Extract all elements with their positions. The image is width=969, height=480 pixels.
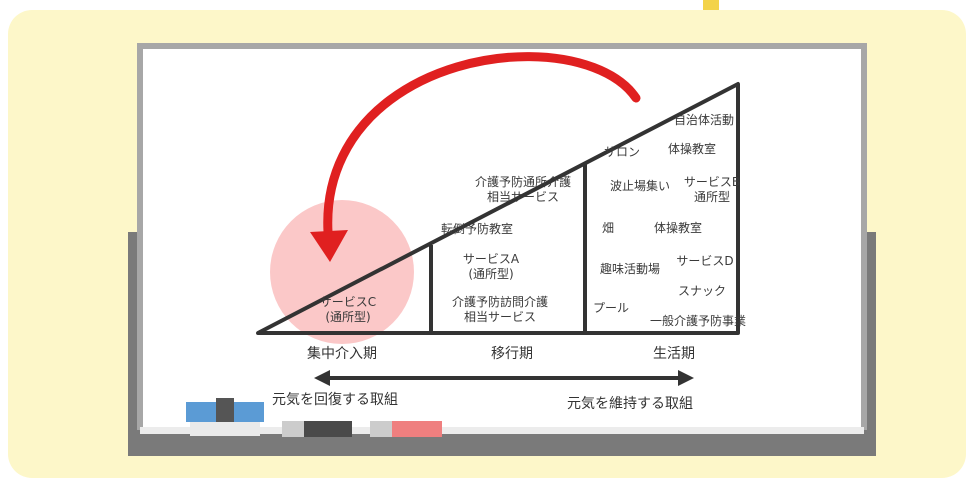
zone-intensive-label-2: (通所型) bbox=[325, 310, 371, 324]
zone-transition-label-7: 相当サービス bbox=[463, 310, 537, 324]
zone-transition-label-3: 転倒予防教室 bbox=[440, 222, 514, 236]
period-intensive: 集中介入期 bbox=[307, 346, 377, 362]
caption-maintain: 元気を維持する取組 bbox=[567, 396, 693, 412]
zone-life-label-4: 波止場集い bbox=[609, 179, 671, 193]
zone-life-label-9: 趣味活動場 bbox=[599, 262, 661, 276]
top-stub bbox=[703, 0, 719, 12]
marker-red-cap bbox=[370, 421, 392, 437]
zone-life-label-1: 自治体活動 bbox=[673, 113, 735, 127]
phase-triangle bbox=[256, 82, 740, 335]
zone-life-label-3: 体操教室 bbox=[667, 142, 717, 156]
double-arrow-left-head bbox=[314, 370, 330, 386]
tray-lip bbox=[140, 427, 864, 434]
zone-transition-label-5: (通所型) bbox=[468, 267, 514, 281]
zone-life-label-13: 一般介護予防事業 bbox=[649, 314, 747, 328]
zone-life-label-5: サービスB bbox=[683, 175, 741, 189]
curved-arrow-head bbox=[310, 230, 348, 262]
zone-life-label-6: 通所型 bbox=[693, 190, 731, 204]
whiteboard bbox=[137, 43, 867, 433]
zone-life-label-7: 畑 bbox=[601, 221, 615, 235]
curved-arrow-icon bbox=[323, 52, 641, 237]
zone-life-label-11: スナック bbox=[677, 284, 727, 298]
caption-recover: 元気を回復する取組 bbox=[272, 392, 398, 408]
zone-transition-label-1: 介護予防通所介護 bbox=[474, 175, 572, 189]
eraser-handle bbox=[216, 398, 234, 422]
period-transition: 移行期 bbox=[491, 346, 533, 362]
double-arrow-right-head bbox=[678, 370, 694, 386]
marker-cap bbox=[282, 421, 304, 437]
zone-transition-label-2: 相当サービス bbox=[486, 190, 560, 204]
zone-life-label-2: サロン bbox=[603, 145, 641, 159]
zone-transition-label-4: サービスA bbox=[462, 252, 520, 266]
eraser-base bbox=[190, 422, 260, 436]
zone-life-label-8: 体操教室 bbox=[653, 221, 703, 235]
period-life: 生活期 bbox=[653, 346, 695, 362]
zone-life-label-10: サービスD bbox=[676, 254, 734, 268]
zone-transition-label-6: 介護予防訪問介護 bbox=[451, 295, 549, 309]
zone-intensive-label-1: サービスC bbox=[319, 295, 377, 309]
zone-life-label-12: プール bbox=[592, 301, 630, 315]
